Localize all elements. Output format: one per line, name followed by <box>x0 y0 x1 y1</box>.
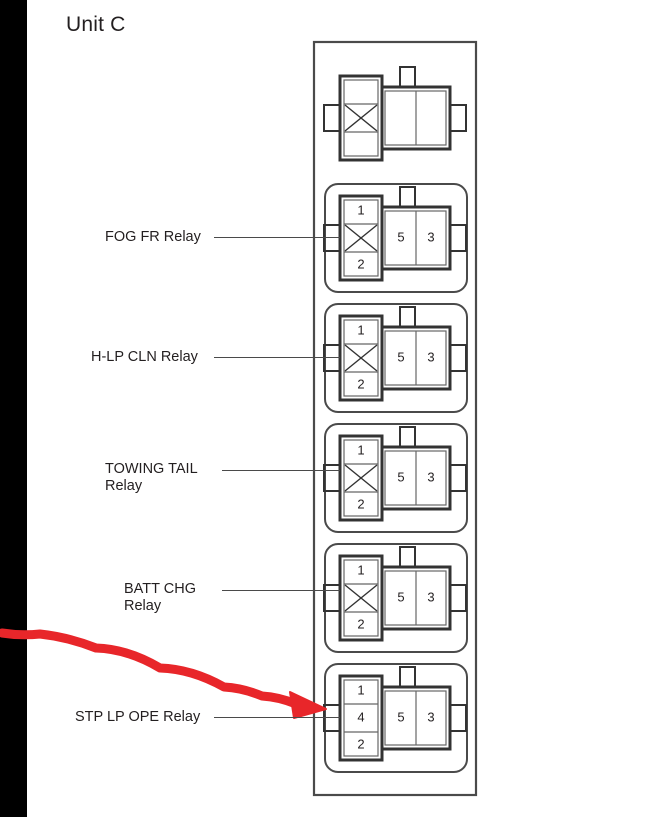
relay-h-lp-cln[interactable]: 1 2 5 3 <box>323 303 468 413</box>
relay-stp-lp-ope-right-tab <box>449 704 467 732</box>
relay-batt-chg-terminal-2: 2 <box>357 616 364 631</box>
relay-h-lp-cln-connector-inner <box>343 319 379 397</box>
relay-towing-tail-terminal-2: 2 <box>357 496 364 511</box>
relay-unlabeled-top-right-tab <box>449 104 467 132</box>
relay-h-lp-cln-terminal-5: 5 <box>397 349 404 364</box>
relay-box-enclosure <box>312 40 478 797</box>
label-stp-lp-ope: STP LP OPE Relay <box>75 709 201 725</box>
relay-stp-lp-ope-terminal-3: 3 <box>427 709 434 724</box>
label-fog-fr-leader-line <box>214 237 340 238</box>
label-h-lp-cln-leader-line <box>214 357 340 358</box>
relay-fog-fr-terminal-3: 3 <box>427 229 434 244</box>
relay-stp-lp-ope-terminal-middle: 4 <box>357 709 364 724</box>
relay-h-lp-cln-terminal-3: 3 <box>427 349 434 364</box>
label-fog-fr: FOG FR Relay <box>105 229 201 245</box>
red-arrow-annotation <box>0 628 327 719</box>
label-batt-chg-leader-line <box>222 590 340 591</box>
relay-unlabeled-top-x-mark-b <box>344 104 378 132</box>
relay-fog-fr-top-stub <box>399 186 416 208</box>
relay-fog-fr-terminal-2: 2 <box>357 256 364 271</box>
label-h-lp-cln: H-LP CLN Relay <box>91 349 198 365</box>
relay-stp-lp-ope-left-tab <box>323 704 341 732</box>
label-batt-chg: BATT CHG Relay <box>124 581 196 614</box>
relay-fog-fr-right-tab <box>449 224 467 252</box>
relay-batt-chg-x-mark-b <box>344 584 378 612</box>
label-towing-tail-leader-line <box>222 470 340 471</box>
relay-unlabeled-top[interactable] <box>323 66 467 162</box>
red-arrow-annotation-stroke <box>0 628 301 709</box>
relay-stp-lp-ope-terminal-2: 2 <box>357 736 364 751</box>
relay-fog-fr[interactable]: 1 2 5 3 <box>323 183 468 293</box>
label-towing-tail: TOWING TAIL Relay <box>105 461 198 494</box>
relay-h-lp-cln-left-tab <box>323 344 341 372</box>
relay-batt-chg-left-tab <box>323 584 341 612</box>
relay-stp-lp-ope-terminal-5: 5 <box>397 709 404 724</box>
relay-unlabeled-top-connector-inner <box>343 79 379 157</box>
relay-batt-chg-top-stub <box>399 546 416 568</box>
relay-unlabeled-top-left-tab <box>323 104 341 132</box>
left-edge-bar <box>0 0 27 817</box>
relay-unlabeled-top-top-stub <box>399 66 416 88</box>
relay-towing-tail-left-tab <box>323 464 341 492</box>
relay-stp-lp-ope-connector-inner <box>343 679 379 757</box>
relay-towing-tail-terminal-1: 1 <box>357 442 364 457</box>
relay-towing-tail-connector-inner <box>343 439 379 517</box>
label-stp-lp-ope-leader-line <box>214 717 340 718</box>
relay-h-lp-cln-top-stub <box>399 306 416 328</box>
relay-stp-lp-ope-top-stub <box>399 666 416 688</box>
relay-fog-fr-x-mark-b <box>344 224 378 252</box>
relay-h-lp-cln-right-tab <box>449 344 467 372</box>
relay-fog-fr-terminal-1: 1 <box>357 202 364 217</box>
relay-fog-fr-terminal-5: 5 <box>397 229 404 244</box>
relay-batt-chg-terminal-1: 1 <box>357 562 364 577</box>
relay-h-lp-cln-terminal-1: 1 <box>357 322 364 337</box>
relay-towing-tail-top-stub <box>399 426 416 448</box>
relay-stp-lp-ope-terminal-1: 1 <box>357 682 364 697</box>
relay-batt-chg-terminal-5: 5 <box>397 589 404 604</box>
relay-towing-tail[interactable]: 1 2 5 3 <box>323 423 468 533</box>
relay-batt-chg-connector-inner <box>343 559 379 637</box>
red-arrow-annotation-arrowhead <box>289 691 327 719</box>
relay-towing-tail-right-tab <box>449 464 467 492</box>
relay-towing-tail-terminal-5: 5 <box>397 469 404 484</box>
relay-stp-lp-ope[interactable]: 4 1 2 5 3 <box>323 663 468 773</box>
relay-towing-tail-x-mark-b <box>344 464 378 492</box>
relay-h-lp-cln-x-mark-b <box>344 344 378 372</box>
relay-fog-fr-left-tab <box>323 224 341 252</box>
relay-batt-chg-right-tab <box>449 584 467 612</box>
relay-batt-chg-terminal-3: 3 <box>427 589 434 604</box>
relay-batt-chg[interactable]: 1 2 5 3 <box>323 543 468 653</box>
relay-fog-fr-connector-inner <box>343 199 379 277</box>
page-title: Unit C <box>66 13 126 36</box>
relay-towing-tail-terminal-3: 3 <box>427 469 434 484</box>
relay-h-lp-cln-terminal-2: 2 <box>357 376 364 391</box>
